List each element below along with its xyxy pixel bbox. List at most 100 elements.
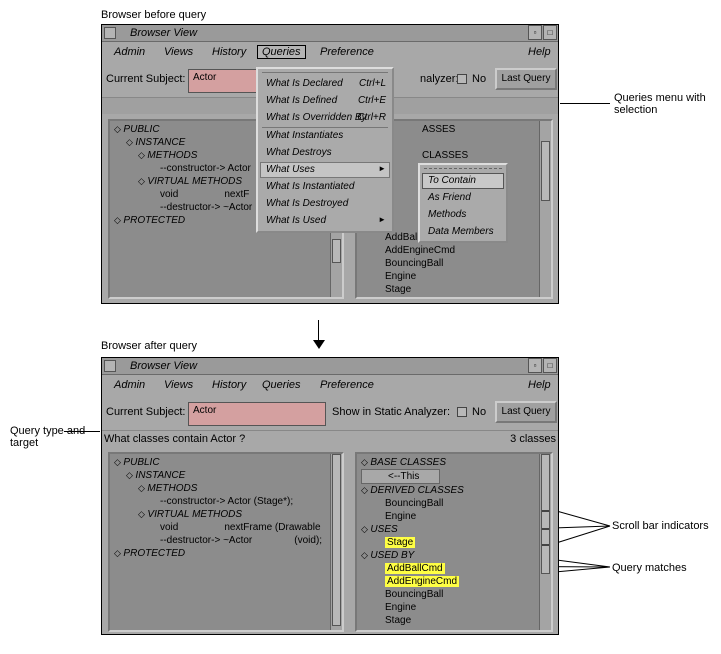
menu-queries[interactable]: Queries bbox=[262, 379, 301, 391]
current-subject-field[interactable]: Actor bbox=[188, 402, 326, 426]
tree-dtor[interactable]: --destructor-> ~Actor bbox=[160, 202, 253, 213]
menu-queries-open[interactable]: Queries bbox=[257, 45, 306, 59]
menu-help[interactable]: Help bbox=[528, 379, 551, 391]
scroll-indicator bbox=[542, 528, 549, 530]
menu-item-destroys[interactable]: What Destroys bbox=[266, 147, 332, 158]
submenu-selection bbox=[422, 173, 504, 189]
tree-methods[interactable]: METHODS bbox=[147, 150, 198, 161]
tree-instance[interactable]: INSTANCE bbox=[135, 137, 186, 148]
tree-item[interactable]: AddEngineCmd bbox=[385, 245, 456, 256]
title-bar: Browser View ▫ □ bbox=[102, 358, 558, 375]
menu-views[interactable]: Views bbox=[164, 379, 194, 391]
show-in-analyzer-checkbox[interactable] bbox=[457, 407, 467, 417]
tree-item[interactable]: Engine bbox=[385, 511, 417, 522]
callout-line bbox=[560, 103, 610, 104]
left-pane: ◇ PUBLIC ◇ INSTANCE ◇ METHODS --construc… bbox=[108, 452, 344, 632]
tree-void: void bbox=[160, 189, 179, 200]
match-stage[interactable]: Stage bbox=[385, 537, 416, 548]
tree-item[interactable]: BouncingBall bbox=[385, 498, 444, 509]
tree-nextframe[interactable]: nextFrame (Drawable bbox=[224, 522, 321, 533]
current-subject-label: Current Subject: bbox=[106, 73, 186, 85]
last-query-button[interactable]: Last Query bbox=[495, 401, 557, 423]
scroll-thumb[interactable] bbox=[541, 454, 550, 574]
tree-derived-partial: CLASSES bbox=[422, 150, 469, 161]
window-menu-icon[interactable] bbox=[104, 360, 116, 372]
tree-base-classes[interactable]: BASE CLASSES bbox=[370, 457, 447, 468]
scroll-thumb[interactable] bbox=[541, 141, 550, 201]
queries-menu: What Is Declared Ctrl+L What Is Defined … bbox=[256, 67, 394, 233]
menu-history[interactable]: History bbox=[212, 46, 247, 58]
menu-item-overridden[interactable]: What Is Overridden By bbox=[266, 112, 367, 123]
scroll-thumb[interactable] bbox=[332, 239, 341, 263]
tree-item[interactable]: Engine bbox=[385, 271, 417, 282]
menu-item-uses[interactable]: What Uses bbox=[266, 164, 315, 175]
right-scrollbar[interactable] bbox=[539, 454, 551, 630]
tree-protected[interactable]: PROTECTED bbox=[123, 215, 186, 226]
tree-nextframe[interactable]: nextF bbox=[224, 189, 250, 200]
menu-history[interactable]: History bbox=[212, 379, 247, 391]
menu-admin[interactable]: Admin bbox=[114, 379, 146, 391]
minimize-icon[interactable]: ▫ bbox=[528, 358, 542, 373]
tree-used-by[interactable]: USED BY bbox=[370, 550, 415, 561]
maximize-icon[interactable]: □ bbox=[543, 25, 557, 40]
menu-item-declared[interactable]: What Is Declared bbox=[266, 78, 343, 89]
tree-dtor[interactable]: --destructor-> ~Actor bbox=[160, 535, 253, 546]
submenu-item-methods[interactable]: Methods bbox=[428, 209, 467, 220]
tree-item[interactable]: Engine bbox=[385, 602, 417, 613]
menu-views[interactable]: Views bbox=[164, 46, 194, 58]
menu-item-defined[interactable]: What Is Defined bbox=[266, 95, 338, 106]
query-question: What classes contain Actor ? bbox=[104, 433, 246, 445]
right-tree-list: AddBall AddEngineCmd BouncingBall Engine… bbox=[385, 231, 455, 296]
browser-window-after: Browser View ▫ □ Admin Views History Que… bbox=[101, 357, 559, 635]
tree-instance[interactable]: INSTANCE bbox=[135, 470, 186, 481]
maximize-icon[interactable]: □ bbox=[543, 358, 557, 373]
caption-queries-menu: Queries menu with selection bbox=[614, 92, 706, 116]
tree-virtual[interactable]: VIRTUAL METHODS bbox=[147, 509, 243, 520]
tree-item[interactable]: Stage bbox=[385, 284, 412, 295]
tree-virtual[interactable]: VIRTUAL METHODS bbox=[147, 176, 243, 187]
submenu-item-friend[interactable]: As Friend bbox=[428, 192, 471, 203]
menu-item-used[interactable]: What Is Used bbox=[266, 215, 327, 226]
show-in-analyzer-checkbox[interactable] bbox=[457, 74, 467, 84]
menu-preference[interactable]: Preference bbox=[320, 46, 374, 58]
tree-ctor[interactable]: --constructor-> Actor (Stage*); bbox=[160, 496, 294, 507]
tree-this[interactable]: <--This bbox=[361, 469, 440, 484]
menu-help[interactable]: Help bbox=[528, 46, 551, 58]
submenu-item-data-members[interactable]: Data Members bbox=[428, 226, 494, 237]
tree-item[interactable]: Stage bbox=[385, 615, 412, 626]
tree-derived-classes[interactable]: DERIVED CLASSES bbox=[370, 485, 464, 496]
window-title: Browser View bbox=[130, 360, 198, 372]
menu-admin[interactable]: Admin bbox=[114, 46, 146, 58]
tree-item[interactable]: AddBall bbox=[385, 232, 420, 243]
tree-methods[interactable]: METHODS bbox=[147, 483, 198, 494]
tear-off[interactable] bbox=[424, 168, 502, 170]
menu-item-instantiated[interactable]: What Is Instantiated bbox=[266, 181, 355, 192]
tear-off[interactable] bbox=[262, 72, 388, 73]
accel: Ctrl+R bbox=[357, 112, 386, 123]
submenu-item-contain[interactable]: To Contain bbox=[428, 175, 476, 186]
left-scrollbar[interactable] bbox=[330, 454, 342, 630]
match-addenginecmd[interactable]: AddEngineCmd bbox=[385, 576, 460, 587]
tree-protected[interactable]: PROTECTED bbox=[123, 548, 186, 559]
tree-ctor[interactable]: --constructor-> Actor bbox=[160, 163, 251, 174]
title-bar: Browser View ▫ □ bbox=[102, 25, 558, 42]
menu-item-destroyed[interactable]: What Is Destroyed bbox=[266, 198, 349, 209]
right-scrollbar[interactable] bbox=[539, 121, 551, 297]
menu-preference[interactable]: Preference bbox=[320, 379, 374, 391]
match-addballcmd[interactable]: AddBallCmd bbox=[385, 563, 445, 574]
last-query-button[interactable]: Last Query bbox=[495, 68, 557, 90]
tree-public[interactable]: PUBLIC bbox=[123, 124, 160, 135]
tree-public[interactable]: PUBLIC bbox=[123, 457, 160, 468]
no-label: No bbox=[472, 73, 487, 85]
minimize-icon[interactable]: ▫ bbox=[528, 25, 542, 40]
window-menu-icon[interactable] bbox=[104, 27, 116, 39]
query-bar: What classes contain Actor ? 3 classes bbox=[102, 430, 558, 447]
menu-item-instantiates[interactable]: What Instantiates bbox=[266, 130, 344, 141]
scroll-thumb[interactable] bbox=[332, 454, 341, 626]
right-tree: ◇ BASE CLASSES <--This ◇ DERIVED CLASSES… bbox=[361, 457, 464, 626]
tree-item[interactable]: BouncingBall bbox=[385, 589, 444, 600]
window-title: Browser View bbox=[130, 27, 198, 39]
tree-item[interactable]: BouncingBall bbox=[385, 258, 444, 269]
tree-uses[interactable]: USES bbox=[370, 524, 398, 535]
query-result-count: 3 classes bbox=[510, 433, 556, 445]
